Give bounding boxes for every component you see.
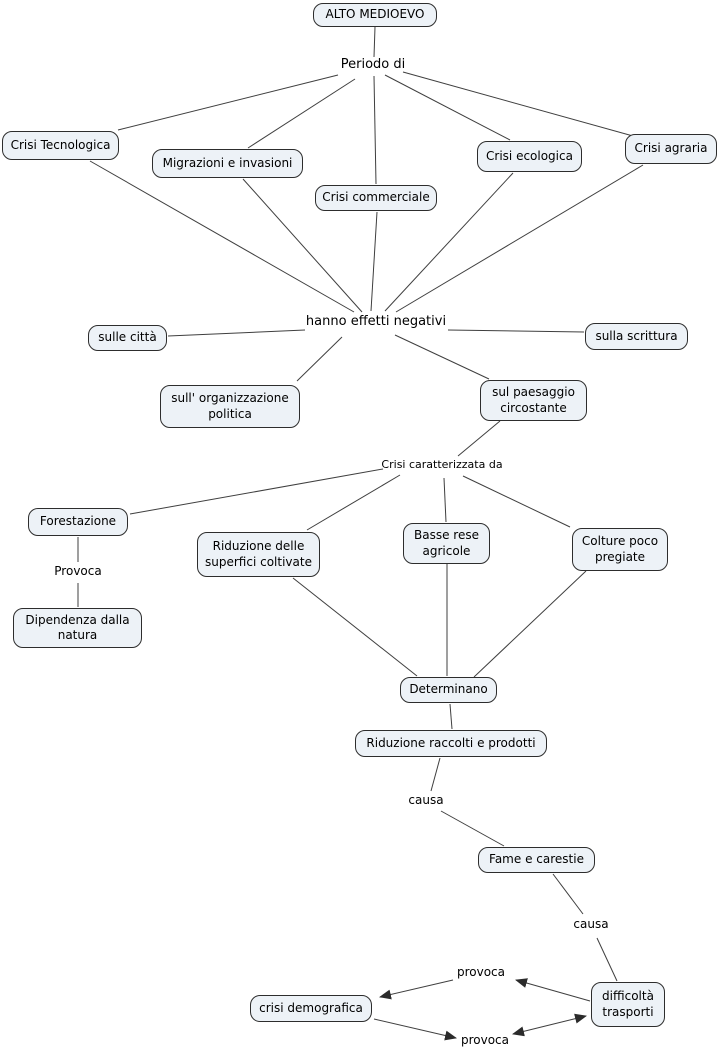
link-label-hanno-effetti-negativi[interactable]: hanno effetti negativi <box>305 314 447 329</box>
concept-node-crisi-tecnologica[interactable]: Crisi Tecnologica <box>2 131 119 160</box>
concept-node-forestazione[interactable]: Forestazione <box>28 508 128 536</box>
link-label-provoca-top[interactable]: provoca <box>456 965 506 979</box>
link-label-crisi-caratterizzata-da[interactable]: Crisi caratterizzata da <box>381 458 503 471</box>
concept-node-basse-rese-agricole[interactable]: Basse rese agricole <box>403 523 490 564</box>
concept-node-difficolta-trasporti[interactable]: difficoltà trasporti <box>591 982 665 1027</box>
link-label-periodo-di[interactable]: Periodo di <box>340 57 406 72</box>
concept-node-dipendenza-natura[interactable]: Dipendenza dalla natura <box>13 608 142 648</box>
concept-node-crisi-ecologica[interactable]: Crisi ecologica <box>477 141 582 172</box>
plain-connector-lines <box>77 26 644 982</box>
link-label-provoca-bottom[interactable]: provoca <box>460 1033 510 1047</box>
concept-node-colture-poco-pregiate[interactable]: Colture poco pregiate <box>572 528 668 571</box>
concept-node-alto-medioevo[interactable]: ALTO MEDIOEVO <box>313 3 437 27</box>
concept-node-sulle-citta[interactable]: sulle città <box>88 325 167 351</box>
concept-node-crisi-demografica[interactable]: crisi demografica <box>250 995 372 1022</box>
concept-node-determinano[interactable]: Determinano <box>400 677 497 703</box>
concept-node-riduzione-raccolti[interactable]: Riduzione raccolti e prodotti <box>355 730 547 757</box>
concept-node-paesaggio-circostante[interactable]: sul paesaggio circostante <box>480 380 587 421</box>
concept-node-migrazioni-invasioni[interactable]: Migrazioni e invasioni <box>152 149 303 178</box>
arrow-connector-lines <box>373 978 591 1041</box>
concept-node-sulla-scrittura[interactable]: sulla scrittura <box>585 323 688 350</box>
link-label-causa-carestie[interactable]: causa <box>573 917 609 931</box>
concept-node-riduzione-superfici[interactable]: Riduzione delle superfici coltivate <box>197 532 320 577</box>
concept-node-crisi-agraria[interactable]: Crisi agraria <box>625 134 717 164</box>
link-label-provoca-forestazione[interactable]: Provoca <box>54 564 102 578</box>
concept-node-organizzazione-politica[interactable]: sull' organizzazione politica <box>160 385 300 428</box>
concept-node-fame-carestie[interactable]: Fame e carestie <box>478 847 595 873</box>
concept-node-crisi-commerciale[interactable]: Crisi commerciale <box>315 185 437 211</box>
link-label-causa-raccolti[interactable]: causa <box>408 793 444 807</box>
